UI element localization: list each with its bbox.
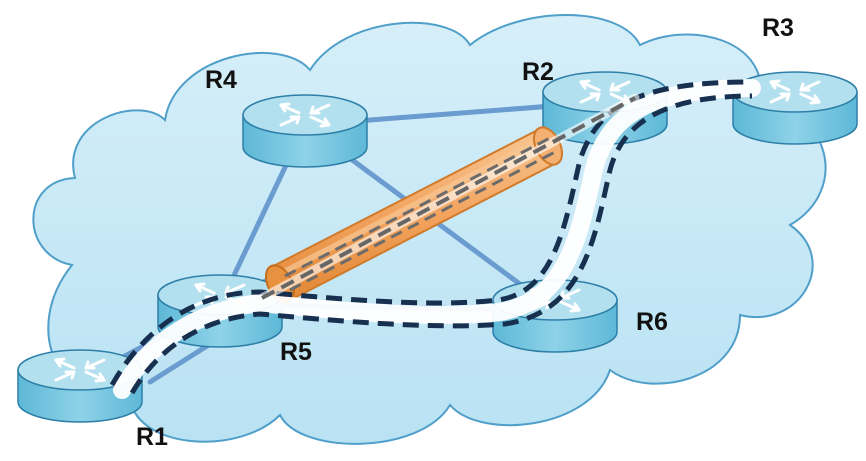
- router-r1-icon: [17, 349, 143, 423]
- router-r3-icon: [732, 71, 858, 145]
- lsp-path-r1-r3: [109, 79, 761, 399]
- router-label-r6: R6: [636, 308, 668, 336]
- router-label-r2: R2: [522, 58, 554, 86]
- lsp-path-tunnel: [257, 93, 640, 303]
- router-r4-icon: [242, 94, 368, 168]
- router-label-r1: R1: [136, 423, 168, 451]
- router-label-r4: R4: [205, 66, 237, 94]
- router-label-r3: R3: [762, 14, 794, 42]
- router-label-r5: R5: [280, 338, 312, 366]
- routers: [17, 71, 858, 423]
